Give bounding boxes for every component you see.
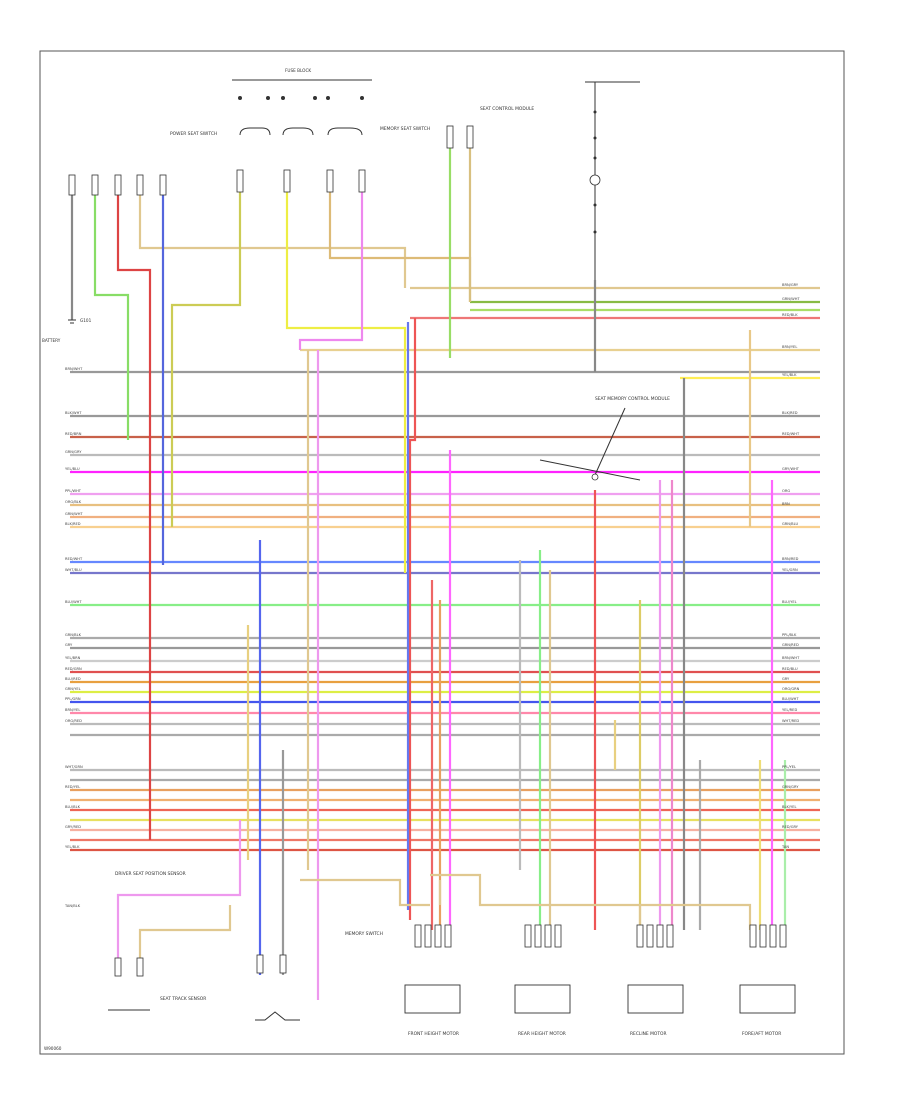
svg-text:YEL/BLU: YEL/BLU <box>65 467 80 471</box>
svg-text:BLU/YEL: BLU/YEL <box>782 600 797 604</box>
memory-switch-label: MEMORY SWITCH <box>345 931 383 937</box>
svg-text:RED/WHT: RED/WHT <box>65 557 83 561</box>
svg-text:WHT/RED: WHT/RED <box>782 719 799 723</box>
svg-text:BRN/YEL: BRN/YEL <box>782 345 797 349</box>
svg-text:BLU/BLK: BLU/BLK <box>65 805 81 809</box>
diagram-code: W90060 <box>44 1046 62 1051</box>
svg-text:BRN/GRY: BRN/GRY <box>782 283 799 287</box>
svg-text:TAN/BLK: TAN/BLK <box>64 904 81 908</box>
lower-routing-wires <box>116 820 752 960</box>
horizontal-bus-wires <box>70 286 820 852</box>
svg-text:GRN/GRY: GRN/GRY <box>65 450 82 454</box>
svg-text:RED/BRN: RED/BRN <box>65 432 82 436</box>
svg-text:BLU/WHT: BLU/WHT <box>782 697 799 701</box>
svg-text:REAR HEIGHT MOTOR: REAR HEIGHT MOTOR <box>518 1031 566 1037</box>
svg-text:GRY/WHT: GRY/WHT <box>782 467 800 471</box>
diagram-frame <box>39 50 845 1055</box>
svg-text:GRN/RED: GRN/RED <box>782 643 799 647</box>
svg-text:YEL/GRN: YEL/GRN <box>782 568 798 572</box>
svg-text:YEL/RED: YEL/RED <box>782 708 797 712</box>
svg-text:YEL/BLK: YEL/BLK <box>65 845 80 849</box>
fore-aft-motor: FORE/AFT MOTOR <box>739 924 796 1037</box>
power-relay-chain <box>585 81 640 280</box>
rear-height-motor: REAR HEIGHT MOTOR <box>514 924 571 1037</box>
svg-text:BLU/WHT: BLU/WHT <box>65 600 82 604</box>
svg-text:BLU/RED: BLU/RED <box>65 677 81 681</box>
svg-text:RED/GRY: RED/GRY <box>782 825 799 829</box>
svg-text:RED/BLU: RED/BLU <box>782 667 798 671</box>
svg-text:GRN/GRY: GRN/GRY <box>782 785 799 789</box>
svg-text:PPL/BLK: PPL/BLK <box>782 633 797 637</box>
svg-text:RED/BLK: RED/BLK <box>782 313 798 317</box>
seat-memory-control-label: SEAT MEMORY CONTROL MODULE <box>595 396 670 402</box>
svg-text:ORG/GRN: ORG/GRN <box>782 687 800 691</box>
right-bus-labels: BRN/GRY GRN/WHT RED/BLK BRN/YEL YEL/BLK … <box>781 283 800 849</box>
component-labels: POWER SEAT SWITCH MEMORY SEAT SWITCH SEA… <box>115 106 670 1002</box>
svg-text:PPL/GRN: PPL/GRN <box>65 697 81 701</box>
svg-text:GRN/BLK: GRN/BLK <box>65 633 82 637</box>
svg-text:WHT/BLU: WHT/BLU <box>65 568 82 572</box>
svg-text:GRY: GRY <box>782 677 790 681</box>
svg-text:FRONT HEIGHT MOTOR: FRONT HEIGHT MOTOR <box>408 1031 459 1037</box>
ground-symbol: BATTERY G101 <box>42 318 92 343</box>
svg-text:GRN/BLU: GRN/BLU <box>782 522 798 526</box>
svg-text:FORE/AFT MOTOR: FORE/AFT MOTOR <box>742 1031 781 1037</box>
svg-text:GRN/WHT: GRN/WHT <box>782 297 800 301</box>
seat-control-module-label: SEAT CONTROL MODULE <box>480 106 534 112</box>
seat-motors: FRONT HEIGHT MOTOR REAR HEIGHT MOTOR REC… <box>404 924 796 1037</box>
svg-text:RECLINE MOTOR: RECLINE MOTOR <box>630 1031 667 1037</box>
svg-text:WHT/GRN: WHT/GRN <box>65 765 83 769</box>
svg-text:GRY/RED: GRY/RED <box>65 825 81 829</box>
svg-text:BLK/RED: BLK/RED <box>782 411 798 415</box>
svg-text:GRY: GRY <box>65 643 73 647</box>
fuse-block-label: FUSE BLOCK <box>285 68 311 73</box>
svg-text:TAN: TAN <box>781 845 789 849</box>
top-connectors <box>68 125 474 196</box>
svg-text:BRN: BRN <box>782 502 790 506</box>
svg-text:BRN/RED: BRN/RED <box>782 557 799 561</box>
svg-text:YEL/BRN: YEL/BRN <box>65 656 81 660</box>
svg-text:RED/YEL: RED/YEL <box>65 785 80 789</box>
memory-seat-switch-label: MEMORY SEAT SWITCH <box>380 126 430 132</box>
power-seat-switch-label: POWER SEAT SWITCH <box>170 131 217 137</box>
bottom-left-sensors <box>108 954 300 1021</box>
svg-text:BRN/WHT: BRN/WHT <box>65 367 83 371</box>
svg-text:YEL/BLK: YEL/BLK <box>782 373 797 377</box>
svg-text:BLK/YEL: BLK/YEL <box>782 805 797 809</box>
svg-text:GRN/WHT: GRN/WHT <box>65 512 83 516</box>
svg-text:PPL/YEL: PPL/YEL <box>782 765 796 769</box>
svg-text:GRN/YEL: GRN/YEL <box>65 687 81 691</box>
driver-seat-position-sensor-label: DRIVER SEAT POSITION SENSOR <box>115 871 186 877</box>
svg-text:RED/GRN: RED/GRN <box>65 667 82 671</box>
recline-motor: RECLINE MOTOR <box>627 924 684 1037</box>
svg-text:ORG/RED: ORG/RED <box>65 719 82 723</box>
fuse-block: FUSE BLOCK <box>232 68 372 136</box>
svg-text:BRN/YEL: BRN/YEL <box>65 708 80 712</box>
svg-text:PPL/WHT: PPL/WHT <box>65 489 82 493</box>
svg-text:BRN/WHT: BRN/WHT <box>782 656 800 660</box>
svg-text:BLK/WHT: BLK/WHT <box>65 411 82 415</box>
vertical-wires <box>70 140 787 1000</box>
seat-track-sensor-label: SEAT TRACK SENSOR <box>160 996 206 1002</box>
ground-id: G101 <box>80 318 92 323</box>
center-switch <box>539 407 641 481</box>
left-bus-labels: BRN/WHT BLK/WHT RED/BRN GRN/GRY YEL/BLU … <box>64 367 83 908</box>
svg-text:BLK/RED: BLK/RED <box>65 522 81 526</box>
svg-text:ORG/BLK: ORG/BLK <box>65 500 82 504</box>
svg-text:ORG: ORG <box>782 489 790 493</box>
front-height-motor: FRONT HEIGHT MOTOR <box>404 924 461 1037</box>
svg-text:RED/WHT: RED/WHT <box>782 432 800 436</box>
ground-label: BATTERY <box>42 338 61 343</box>
